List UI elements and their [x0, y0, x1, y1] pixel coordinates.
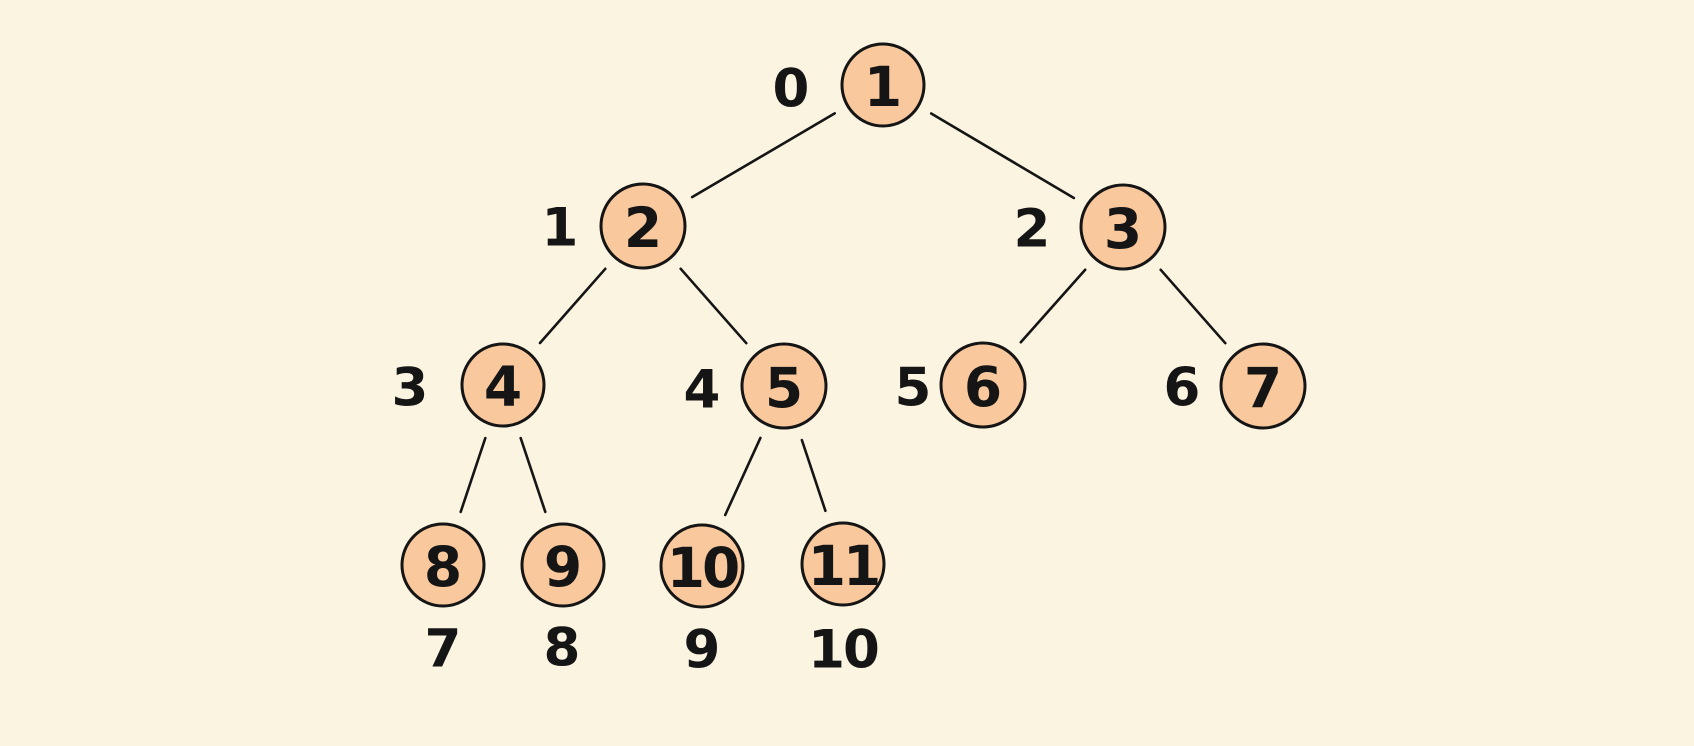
tree-node-circle-7 — [1219, 342, 1307, 430]
tree-edge-5-11 — [800, 438, 827, 513]
tree-node-index-label-8: 7 — [425, 619, 462, 680]
tree-node-value-2: 2 — [624, 196, 662, 260]
tree-node-circle-11 — [800, 521, 886, 607]
tree-node-circle-1 — [840, 42, 926, 128]
tree-node-value-11: 11 — [808, 534, 879, 598]
tree-node-value-4: 4 — [484, 355, 522, 419]
tree-node-index-label-4: 3 — [392, 358, 429, 419]
tree-node-circle-5 — [740, 342, 828, 430]
tree-node-index-label-5: 4 — [684, 360, 721, 421]
tree-edge-4-9 — [519, 436, 547, 514]
tree-node-index-label-3: 2 — [1014, 199, 1051, 260]
tree-node-circle-9 — [520, 522, 606, 608]
tree-edge-3-7 — [1159, 268, 1227, 345]
tree-node-value-3: 3 — [1104, 197, 1142, 261]
tree-node-index-label-9: 8 — [544, 618, 581, 679]
tree-node-circle-3 — [1079, 183, 1167, 271]
tree-node-circle-8 — [400, 522, 486, 608]
tree-node-value-9: 9 — [544, 535, 582, 599]
tree-node-value-5: 5 — [765, 356, 803, 420]
tree-node-index-label-6: 5 — [895, 358, 932, 419]
tree-edge-1-2 — [690, 112, 837, 199]
tree-edge-2-4 — [538, 267, 607, 345]
tree-node-value-10: 10 — [667, 536, 738, 600]
tree-node-value-7: 7 — [1244, 356, 1282, 420]
tree-node-circle-4 — [460, 342, 546, 428]
tree-node-index-label-7: 6 — [1164, 358, 1201, 419]
tree-node-circle-2 — [599, 182, 687, 270]
tree-node-circle-10 — [659, 523, 745, 609]
tree-node-index-label-1: 0 — [773, 59, 810, 120]
tree-node-value-1: 1 — [864, 55, 902, 119]
tree-node-index-label-2: 1 — [542, 198, 579, 259]
tree-node-circle-6 — [939, 341, 1027, 429]
tree-node-value-6: 6 — [964, 355, 1002, 419]
tree-edge-3-6 — [1019, 268, 1087, 344]
tree-node-index-label-11: 10 — [808, 620, 878, 681]
tree-edge-1-3 — [929, 112, 1076, 200]
tree-edge-2-5 — [679, 267, 748, 345]
tree-node-value-8: 8 — [424, 535, 462, 599]
tree-edge-5-10 — [723, 436, 762, 517]
tree-node-index-label-10: 9 — [684, 620, 721, 681]
tree-edge-4-8 — [459, 436, 487, 514]
